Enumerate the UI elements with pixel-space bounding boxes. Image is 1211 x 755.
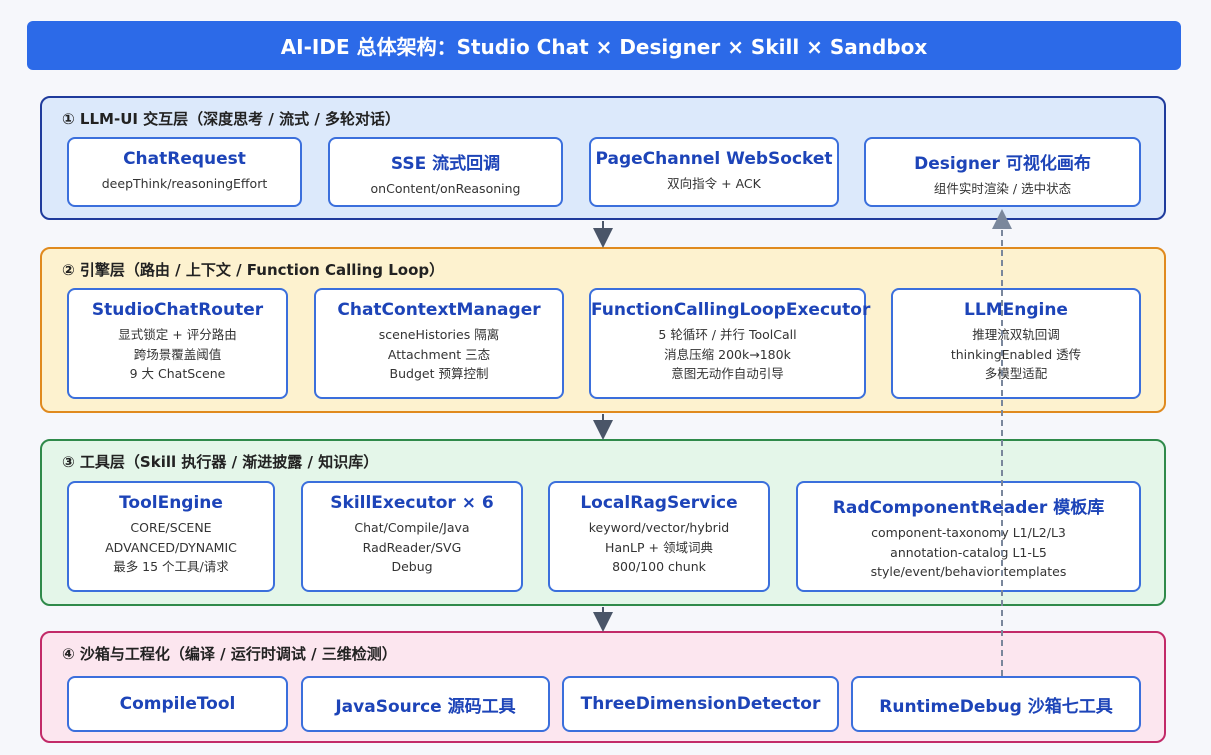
card-line: RadReader/SVG [362,539,462,555]
card-llmengine: LLMEngine 推理流双轨回调 thinkingEnabled 透传 多模型… [891,288,1141,399]
card-threedimensiondetector: ThreeDimensionDetector [562,676,839,732]
card-line: 最多 15 个工具/请求 [113,559,229,574]
card-line: HanLP + 领域词典 [605,539,713,555]
layer-title: ③ 工具层（Skill 执行器 / 渐进披露 / 知识库） [62,453,379,471]
card-line: annotation-catalog L1-L5 [890,544,1047,560]
card-line: Budget 预算控制 [389,366,489,381]
card-line: 推理流双轨回调 [972,327,1060,342]
card-skillexecutor: SkillExecutor × 6 Chat/Compile/Java RadR… [301,481,523,592]
card-title: LocalRagService [580,493,738,513]
card-title: RadComponentReader 模板库 [832,498,1105,518]
card-line: 意图无动作自动引导 [671,366,784,381]
card-line: 消息压缩 200k→180k [664,346,791,362]
card-functioncallingloopexecutor: FunctionCallingLoopExecutor 5 轮循环 / 并行 T… [589,288,871,399]
card-title: PageChannel WebSocket [595,149,833,169]
card-line: 5 轮循环 / 并行 ToolCall [658,327,797,342]
card-line: CORE/SCENE [130,520,212,535]
layer-title: ④ 沙箱与工程化（编译 / 运行时调试 / 三维检测） [62,645,397,663]
card-pagechannel: PageChannel WebSocket 双向指令 + ACK [589,137,839,207]
card-runtimedebug: RuntimeDebug 沙箱七工具 [851,676,1141,732]
card-line: Attachment 三态 [387,346,491,362]
card-javasource: JavaSource 源码工具 [301,676,550,732]
card-title: LLMEngine [964,300,1068,320]
card-line: ADVANCED/DYNAMIC [105,539,237,555]
card-line: Chat/Compile/Java [354,520,470,535]
card-line: 800/100 chunk [612,559,706,574]
card-title: ChatContextManager [337,300,541,320]
card-title: SSE 流式回调 [390,154,501,174]
card-line: 多模型适配 [984,366,1048,381]
card-toolengine: ToolEngine CORE/SCENE ADVANCED/DYNAMIC 最… [67,481,275,592]
card-line: 显式锁定 + 评分路由 [118,327,237,342]
layer-title: ① LLM-UI 交互层（深度思考 / 流式 / 多轮对话） [62,110,401,128]
card-line: component-taxonomy L1/L2/L3 [871,525,1066,540]
card-line: sceneHistories 隔离 [378,327,500,342]
layer-title: ② 引擎层（路由 / 上下文 / Function Calling Loop） [62,261,445,279]
card-designer-canvas: Designer 可视化画布 组件实时渲染 / 选中状态 [864,137,1141,207]
card-title: ToolEngine [119,493,223,513]
card-line: thinkingEnabled 透传 [950,346,1082,362]
card-title: RuntimeDebug 沙箱七工具 [879,696,1113,717]
card-localragservice: LocalRagService keyword/vector/hybrid Ha… [548,481,770,592]
card-title: SkillExecutor × 6 [330,493,494,513]
card-title: FunctionCallingLoopExecutor [591,300,871,320]
card-line: 双向指令 + ACK [667,176,761,191]
card-title: Designer 可视化画布 [914,154,1091,174]
card-studiochatrouter: StudioChatRouter 显式锁定 + 评分路由 跨场景覆盖阈值 9 大… [67,288,288,399]
card-line: style/event/behavior templates [870,564,1067,579]
card-line: onContent/onReasoning [370,181,521,196]
card-line: 跨场景覆盖阈值 [133,346,222,362]
card-line: keyword/vector/hybrid [588,520,730,535]
card-line: 9 大 ChatScene [129,366,226,381]
card-line: deepThink/reasoningEffort [101,176,268,191]
card-title: JavaSource 源码工具 [335,696,516,717]
card-title: StudioChatRouter [91,300,264,320]
card-title: ThreeDimensionDetector [580,694,821,714]
card-sse-callback: SSE 流式回调 onContent/onReasoning [328,137,563,207]
card-radcomponentreader: RadComponentReader 模板库 component-taxonom… [796,481,1141,592]
card-title: CompileTool [119,694,236,714]
card-compiletool: CompileTool [67,676,288,732]
card-title: ChatRequest [123,149,246,169]
card-line: 组件实时渲染 / 选中状态 [933,181,1072,196]
card-chatrequest: ChatRequest deepThink/reasoningEffort [67,137,302,207]
card-chatcontextmanager: ChatContextManager sceneHistories 隔离 Att… [314,288,564,399]
diagram-title: AI-IDE 总体架构：Studio Chat × Designer × Ski… [27,21,1181,70]
card-line: Debug [391,559,433,574]
